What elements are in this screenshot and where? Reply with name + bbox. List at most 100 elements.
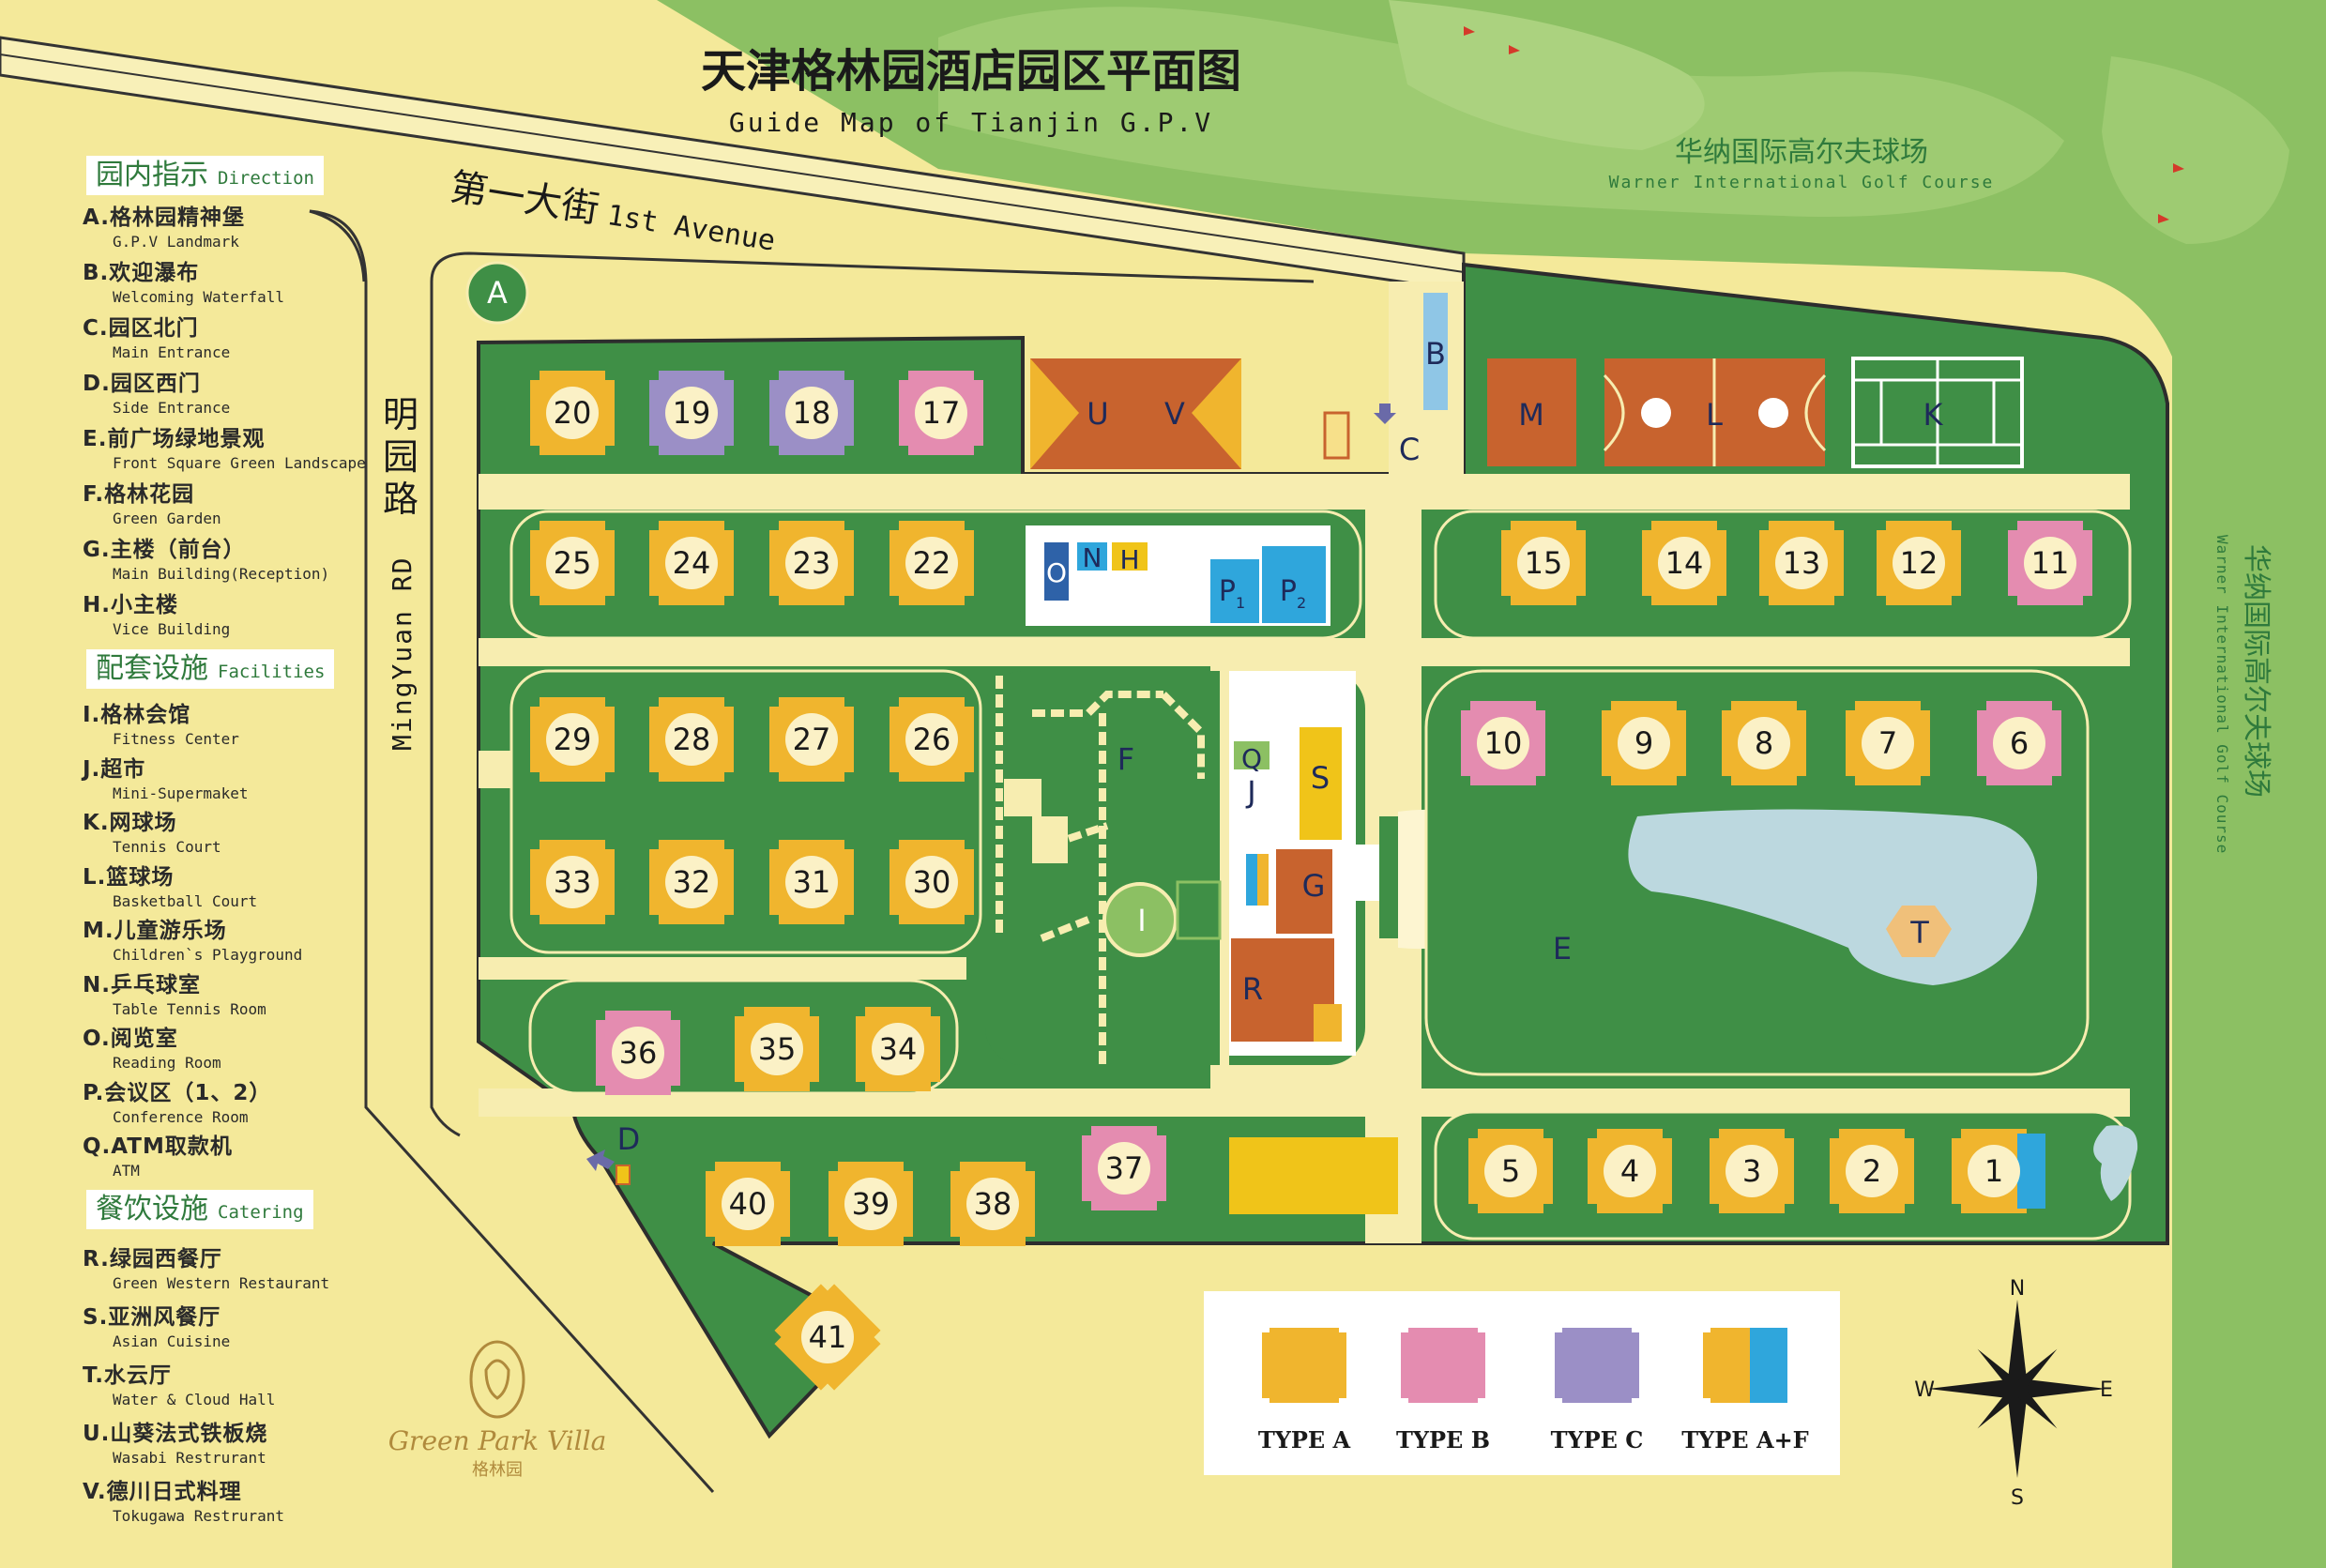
asian-cuisine-s: [1300, 727, 1342, 840]
villa-number: 35: [758, 1031, 797, 1067]
villa-10: 10: [1461, 701, 1545, 785]
logo-name: Green Park Villa: [388, 1425, 607, 1456]
villa-number: 9: [1634, 725, 1653, 761]
legend-item-zh: H.小主楼: [83, 593, 178, 617]
legend-item-zh: R.绿园西餐厅: [83, 1247, 222, 1271]
map-label-v: V: [1164, 396, 1185, 432]
villa-22: 22: [889, 521, 974, 605]
type-label: TYPE A+F: [1681, 1426, 1808, 1454]
villa-3: 3: [1710, 1129, 1794, 1213]
atm-q: [1234, 741, 1269, 769]
villa-1: 1: [1952, 1129, 2045, 1213]
villa-number: 32: [673, 864, 711, 900]
legend-item-zh: S.亚洲风餐厅: [83, 1305, 221, 1330]
green-park-villa-logo: Green Park Villa 格林园: [388, 1340, 607, 1480]
legend-item-en: Vice Building: [113, 620, 231, 638]
garden-paths: [996, 676, 1205, 1065]
map-label-k: K: [1923, 397, 1944, 433]
villa-number-badge: [905, 856, 958, 908]
villa-number: 25: [554, 545, 592, 581]
legend-item-zh: K.网球场: [83, 811, 177, 835]
villa-36: 36: [596, 1011, 680, 1095]
villa-number-badge: [966, 1178, 1019, 1230]
legend-item-zh: I.格林会馆: [83, 703, 191, 727]
villa-9: 9: [1602, 701, 1686, 785]
type-legend-item: TYPE C: [1551, 1328, 1643, 1454]
legend-item-en: Welcoming Waterfall: [113, 288, 285, 306]
villa-number-badge: [1618, 717, 1670, 769]
facilities-zh: 配套设施: [96, 652, 208, 685]
villa-4: 4: [1588, 1129, 1672, 1213]
golf-course-label-en: Warner International Golf Course: [1609, 173, 1995, 192]
map-label-q: Q: [1241, 743, 1262, 774]
direction-en: Direction: [218, 168, 314, 189]
villa-26: 26: [889, 697, 974, 782]
map-label-b: B: [1425, 336, 1446, 372]
villa-number-badge: [905, 713, 958, 766]
villa-number: 38: [974, 1186, 1012, 1222]
legend-connector: [309, 209, 366, 282]
villa-number-badge: [546, 856, 599, 908]
villa-5: 5: [1468, 1129, 1553, 1213]
map-title: 天津格林园酒店园区平面图: [701, 45, 1241, 98]
map-label-r: R: [1242, 971, 1263, 1007]
villa-number-badge: [1993, 717, 2045, 769]
court-circle: [1641, 398, 1671, 428]
villa-number-badge: [785, 387, 838, 439]
legend-item-en: Side Entrance: [113, 399, 231, 417]
main-building-strip: [1257, 854, 1269, 906]
villa-number: 18: [793, 395, 831, 431]
villa-28: 28: [649, 697, 734, 782]
legend-item-zh: J.超市: [83, 756, 146, 782]
villa-number: 6: [2010, 725, 2029, 761]
villa-number-badge: [1604, 1145, 1656, 1197]
legend-item-en: Reading Room: [113, 1054, 221, 1072]
restaurant-uv-roof: [1030, 358, 1241, 469]
villa-30: 30: [889, 840, 974, 924]
type-swatch-annex: [1750, 1328, 1787, 1403]
villa-29: 29: [530, 697, 615, 782]
villa-number-badge: [915, 387, 967, 439]
type-legend-item: TYPE A+F: [1681, 1328, 1809, 1454]
golf-flag-icon: [1509, 45, 1520, 54]
villa-number: 1: [1984, 1153, 2003, 1189]
villa-23: 23: [769, 521, 854, 605]
map-label-h: H: [1119, 544, 1139, 575]
type-label: TYPE B: [1396, 1426, 1490, 1454]
villa-number: 12: [1900, 545, 1938, 581]
mingyuan-road: [430, 282, 461, 1137]
mingyuan-road: [309, 209, 715, 1494]
map-label-s: S: [1311, 760, 1330, 796]
villa-number: 40: [729, 1186, 768, 1222]
villa-2: 2: [1830, 1129, 1914, 1213]
villa-number: 8: [1755, 725, 1773, 761]
villa-19: 19: [649, 371, 734, 455]
golf-green-light: [1389, 0, 1705, 150]
mingyuan-road-label-zh-1: 明: [383, 394, 418, 435]
villa-number: 29: [554, 722, 592, 757]
court-circle: [1758, 398, 1788, 428]
villa-number: 31: [793, 864, 831, 900]
villa-number: 22: [913, 545, 951, 581]
legend-item-zh: F.格林花园: [83, 482, 195, 507]
legend-item-zh: V.德川日式料理: [83, 1480, 242, 1504]
garden-building: [1032, 816, 1068, 863]
villa-number: 10: [1484, 725, 1523, 761]
catering-en: Catering: [218, 1202, 304, 1223]
golf-flag-icon: [2173, 163, 2184, 173]
legend-item: H.小主楼 Vice Building: [83, 586, 230, 638]
villa-number: 15: [1525, 545, 1563, 581]
vice-building-h-mark: [1112, 542, 1148, 571]
map-label-u: U: [1087, 396, 1108, 432]
